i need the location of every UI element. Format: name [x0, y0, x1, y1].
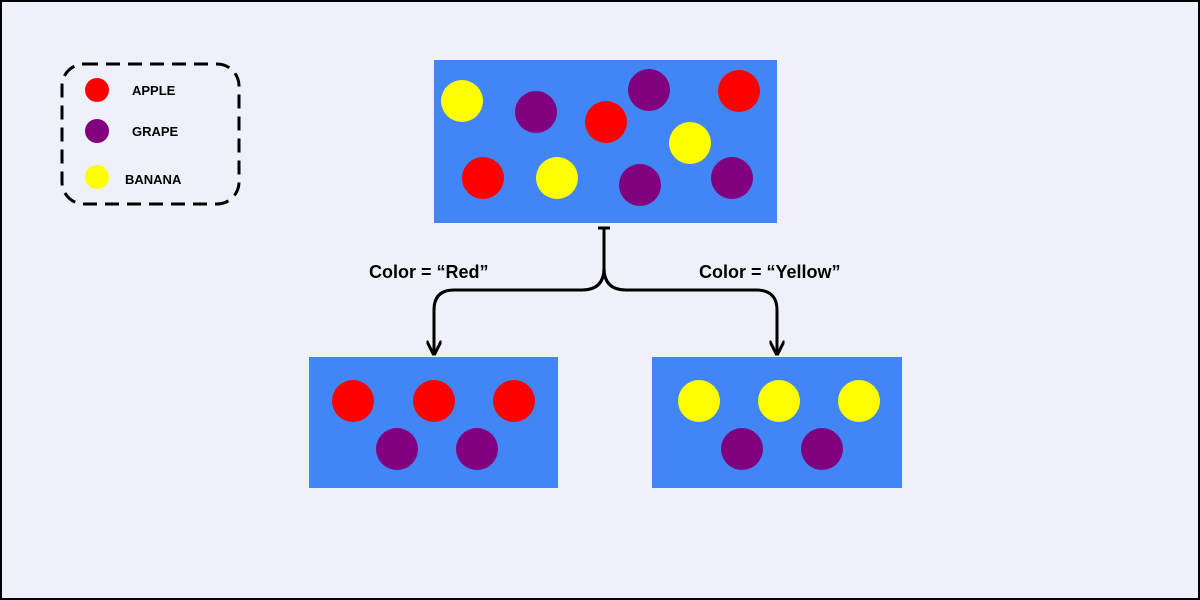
child-node-red-box: [309, 357, 558, 488]
banana-circle: [758, 380, 800, 422]
legend-label-banana: BANANA: [125, 172, 182, 187]
legend: APPLE GRAPE BANANA: [60, 62, 241, 206]
child-node-red: [309, 357, 558, 488]
child-node-yellow: [652, 357, 902, 488]
child-node-red-fruits: [332, 380, 535, 470]
apple-circle: [462, 157, 504, 199]
apple-circle: [493, 380, 535, 422]
branch-condition-red: Color = “Red”: [369, 262, 489, 282]
banana-circle: [838, 380, 880, 422]
connector-left-branch: [434, 228, 606, 354]
legend-swatch-grape: [85, 119, 109, 143]
legend-swatch-banana: [85, 165, 109, 189]
grape-circle: [456, 428, 498, 470]
apple-circle: [332, 380, 374, 422]
banana-circle: [441, 80, 483, 122]
banana-circle: [536, 157, 578, 199]
legend-item-banana: BANANA: [85, 165, 182, 189]
grape-circle: [801, 428, 843, 470]
grape-circle: [515, 91, 557, 133]
legend-swatch-apple: [85, 78, 109, 102]
child-node-yellow-fruits: [678, 380, 880, 470]
legend-item-grape: GRAPE: [85, 119, 179, 143]
apple-circle: [413, 380, 455, 422]
grape-circle: [711, 157, 753, 199]
connector-right-branch: [602, 267, 777, 354]
apple-circle: [718, 70, 760, 112]
banana-circle: [669, 122, 711, 164]
root-node: [434, 60, 777, 223]
legend-box: [60, 62, 241, 206]
root-node-fruits: [441, 69, 760, 206]
grape-circle: [628, 69, 670, 111]
branch-condition-yellow: Color = “Yellow”: [699, 262, 841, 282]
grape-circle: [376, 428, 418, 470]
grape-circle: [721, 428, 763, 470]
grape-circle: [619, 164, 661, 206]
banana-circle: [678, 380, 720, 422]
split-connector: [434, 226, 777, 354]
apple-circle: [585, 101, 627, 143]
legend-item-apple: APPLE: [85, 78, 176, 102]
legend-label-grape: GRAPE: [132, 124, 179, 139]
child-node-yellow-box: [652, 357, 902, 488]
legend-label-apple: APPLE: [132, 83, 176, 98]
